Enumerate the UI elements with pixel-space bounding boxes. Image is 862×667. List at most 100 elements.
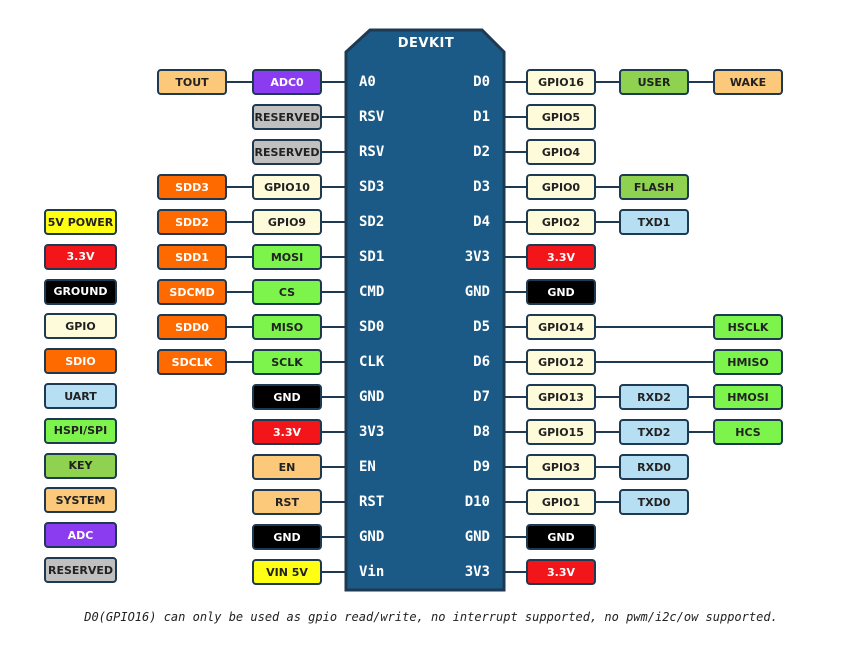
connector-line	[322, 81, 346, 83]
connector-line	[596, 326, 713, 328]
connector-line	[596, 396, 619, 398]
board-title: DEVKIT	[397, 36, 455, 51]
label-rxd2: RXD2	[619, 384, 689, 410]
connector-line	[322, 571, 346, 573]
label-gpio14: GPIO14	[526, 314, 596, 340]
legend-system-swatch: SYSTEM	[44, 487, 117, 514]
label-txd0: TXD0	[619, 489, 689, 515]
legend-5v-power-swatch: 5V POWER	[44, 209, 117, 235]
pin-label-d6: D6	[473, 354, 490, 370]
label-gpio10: GPIO10	[252, 174, 322, 200]
label-vin-5v: VIN 5V	[252, 559, 322, 585]
legend-reserved-swatch: RESERVED	[44, 557, 117, 583]
pin-label-gnd: GND	[359, 529, 385, 545]
connector-line	[322, 501, 346, 503]
connector-line	[504, 501, 526, 503]
pin-label-gnd: GND	[464, 529, 490, 545]
pin-label-d9: D9	[473, 459, 490, 475]
pin-label-a0: A0	[359, 74, 376, 90]
connector-line	[504, 361, 526, 363]
label-gpio13: GPIO13	[526, 384, 596, 410]
footnote: D0(GPIO16) can only be used as gpio read…	[84, 610, 778, 624]
connector-line	[504, 536, 526, 538]
legend-hspi-spi-swatch: HSPI/SPI	[44, 417, 117, 444]
label-3-3v: 3.3V	[526, 559, 596, 585]
connector-line	[322, 221, 346, 223]
pin-label-3v3: 3V3	[464, 249, 490, 265]
pin-label-3v3: 3V3	[359, 424, 385, 440]
connector-line	[596, 431, 619, 433]
pin-label-d1: D1	[473, 109, 490, 125]
connector-line	[504, 326, 526, 328]
board-outline	[344, 28, 506, 592]
label-txd1: TXD1	[619, 209, 689, 235]
connector-line	[504, 221, 526, 223]
label-reserved: RESERVED	[252, 104, 322, 130]
label-gpio5: GPIO5	[526, 104, 596, 130]
connector-line	[227, 256, 252, 258]
pin-label-3v3: 3V3	[464, 564, 490, 580]
pin-label-sd1: SD1	[359, 249, 385, 265]
label-sdclk: SDCLK	[157, 349, 227, 375]
label-reserved: RESERVED	[252, 139, 322, 165]
label-sdd0: SDD0	[157, 314, 227, 340]
pin-label-en: EN	[359, 459, 376, 475]
connector-line	[689, 431, 713, 433]
legend-key-swatch: KEY	[44, 452, 117, 479]
legend-sdio-swatch: SDIO	[44, 348, 117, 375]
pin-label-sd0: SD0	[359, 319, 385, 335]
pin-label-d5: D5	[473, 319, 490, 335]
connector-line	[504, 151, 526, 153]
connector-line	[504, 466, 526, 468]
label-3-3v: 3.3V	[526, 244, 596, 270]
connector-line	[504, 291, 526, 293]
label-wake: WAKE	[713, 69, 783, 95]
label-en: EN	[252, 454, 322, 480]
legend-3-3v-swatch: 3.3V	[44, 243, 117, 270]
connector-line	[322, 536, 346, 538]
label-gpio2: GPIO2	[526, 209, 596, 235]
label-rxd0: RXD0	[619, 454, 689, 480]
label-adc0: ADC0	[252, 69, 322, 95]
connector-line	[227, 326, 252, 328]
connector-line	[504, 256, 526, 258]
connector-line	[227, 81, 252, 83]
legend-gpio-swatch: GPIO	[44, 313, 117, 340]
pin-label-gnd: GND	[359, 389, 385, 405]
pin-label-gnd: GND	[464, 284, 490, 300]
connector-line	[322, 466, 346, 468]
connector-line	[596, 186, 619, 188]
pin-label-d4: D4	[473, 214, 490, 230]
connector-line	[504, 186, 526, 188]
connector-line	[689, 81, 713, 83]
label-flash: FLASH	[619, 174, 689, 200]
connector-line	[504, 571, 526, 573]
label-gpio16: GPIO16	[526, 69, 596, 95]
pin-label-d0: D0	[473, 74, 490, 90]
label-gpio12: GPIO12	[526, 349, 596, 375]
label-gpio9: GPIO9	[252, 209, 322, 235]
pin-label-d7: D7	[473, 389, 490, 405]
label-gpio15: GPIO15	[526, 419, 596, 445]
pin-label-clk: CLK	[359, 354, 385, 370]
label-hmosi: HMOSI	[713, 384, 783, 410]
label-hmiso: HMISO	[713, 349, 783, 375]
label-sclk: SCLK	[252, 349, 322, 375]
connector-line	[504, 431, 526, 433]
pin-label-cmd: CMD	[359, 284, 385, 300]
connector-line	[322, 326, 346, 328]
connector-line	[322, 116, 346, 118]
label-cs: CS	[252, 279, 322, 305]
pin-label-d10: D10	[464, 494, 490, 510]
legend-ground-swatch: GROUND	[44, 278, 117, 305]
connector-line	[227, 361, 252, 363]
connector-line	[227, 291, 252, 293]
label-miso: MISO	[252, 314, 322, 340]
pin-label-vin: Vin	[359, 564, 385, 580]
label-sdd2: SDD2	[157, 209, 227, 235]
pin-label-sd3: SD3	[359, 179, 385, 195]
label-hsclk: HSCLK	[713, 314, 783, 340]
connector-line	[596, 361, 713, 363]
